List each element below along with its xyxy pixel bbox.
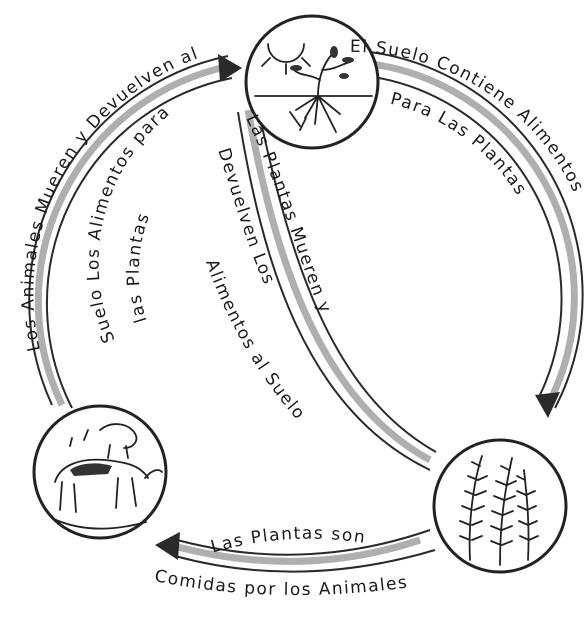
arrowhead-left [155, 532, 180, 560]
node-fern [434, 440, 566, 572]
label-the-plants: las Plantas [124, 210, 155, 326]
arrow-soil-to-fern [340, 50, 583, 418]
label-plants-are: Las Plantas son [209, 524, 368, 558]
node-animals [34, 406, 166, 538]
